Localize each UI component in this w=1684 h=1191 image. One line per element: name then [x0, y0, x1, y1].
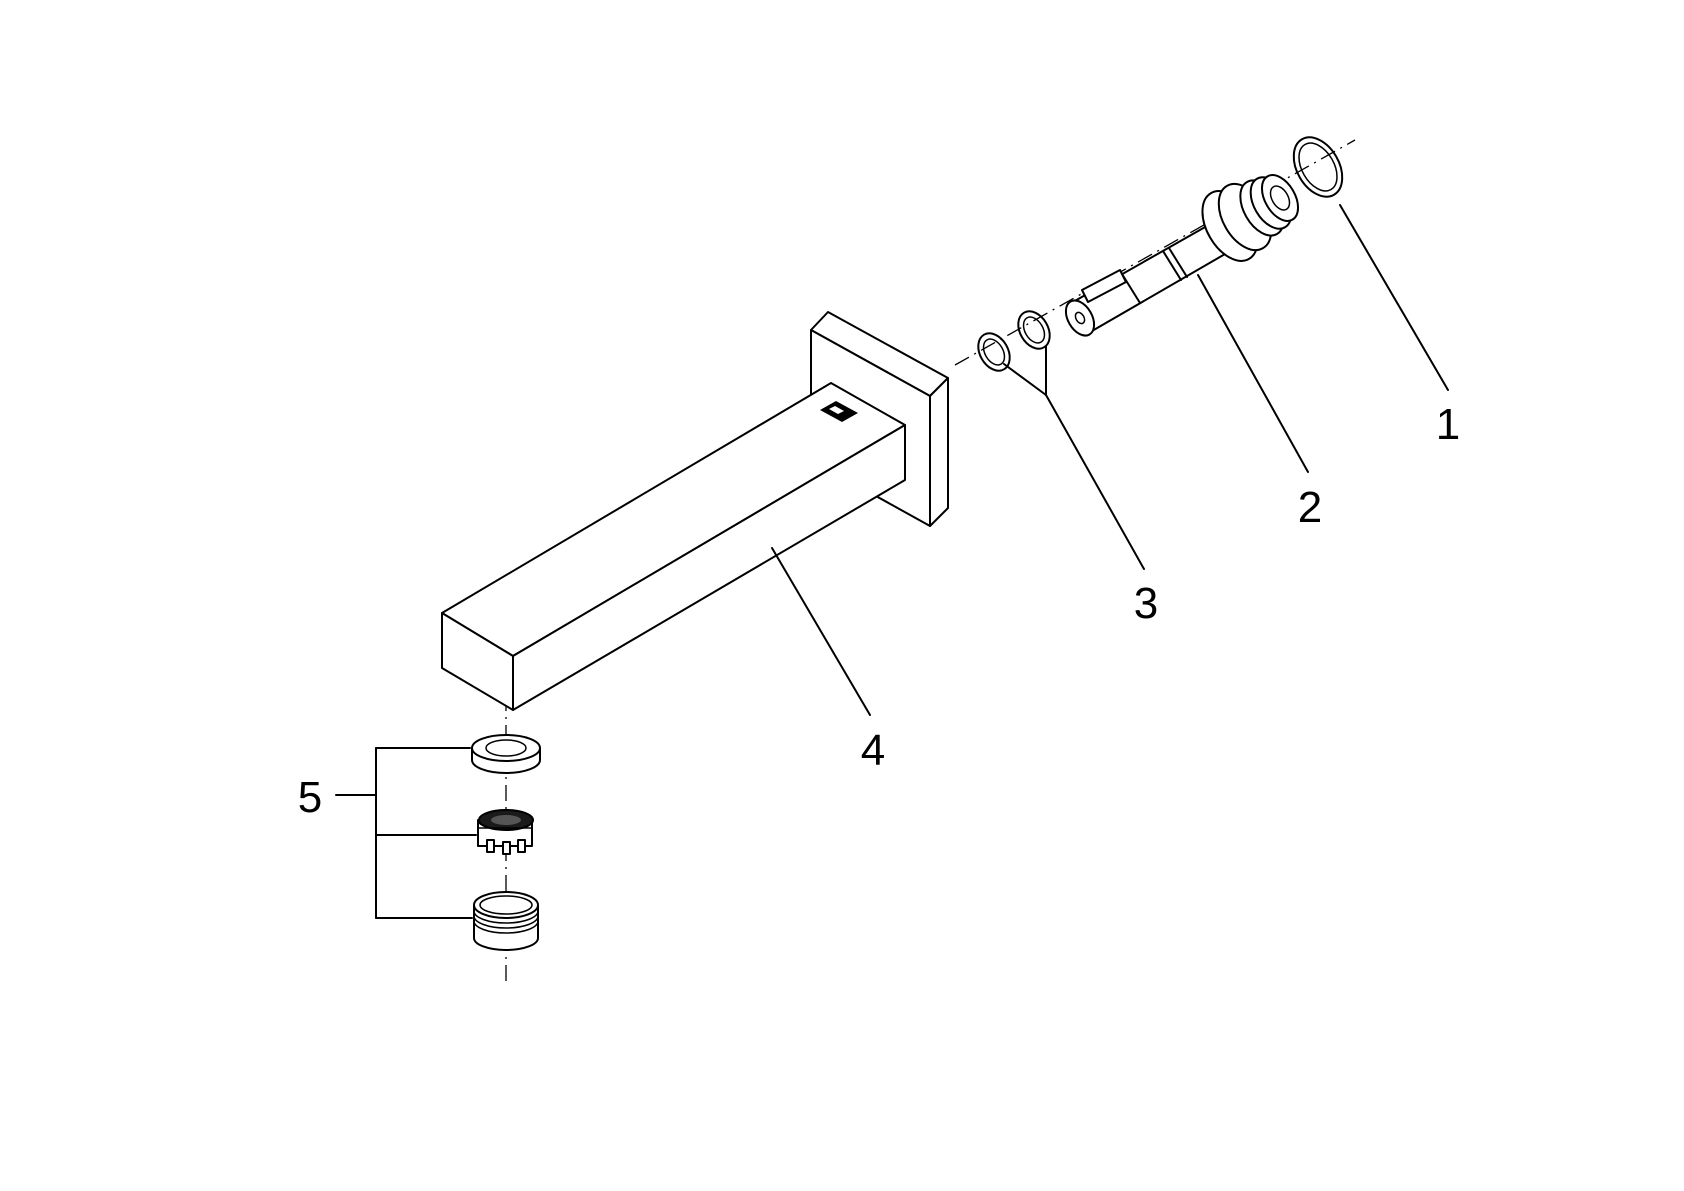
aerator-washer — [471, 734, 541, 774]
callout-5-bracket — [335, 747, 477, 919]
connecting-shaft-part-2 — [1064, 174, 1300, 337]
brand-logo-badge — [820, 401, 858, 422]
leader-lines — [771, 204, 1449, 716]
spout-part-4 — [441, 311, 949, 711]
callout-3: 3 — [1134, 579, 1158, 628]
callout-5: 5 — [298, 773, 322, 822]
callout-2: 2 — [1298, 483, 1322, 532]
aerator-housing — [473, 891, 539, 951]
o-ring-part-1 — [1292, 136, 1344, 198]
callout-4: 4 — [861, 726, 885, 775]
aerator-set-part-5 — [335, 734, 541, 951]
callout-1: 1 — [1436, 400, 1460, 449]
aerator-insert — [477, 809, 534, 855]
callout-labels: 1 2 3 4 5 — [298, 400, 1460, 822]
o-rings-part-3 — [977, 310, 1051, 372]
